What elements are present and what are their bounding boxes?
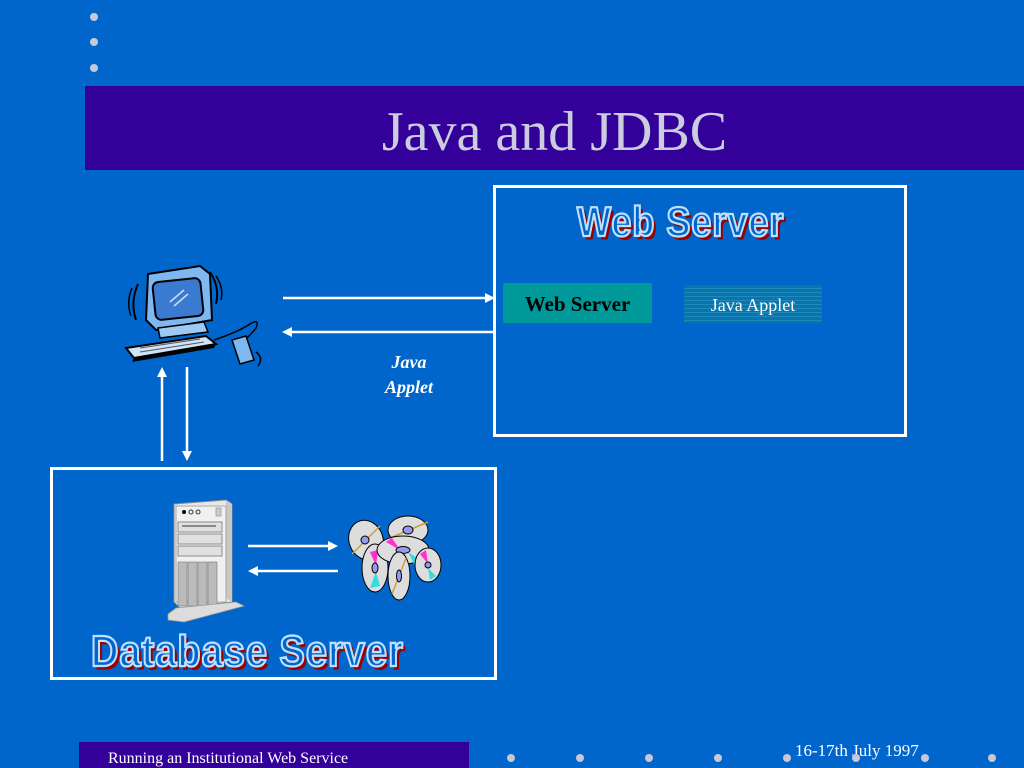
caption-line: Applet [385,377,433,397]
web-server-box [493,185,907,437]
slide-title: Java and JDBC [381,101,728,163]
cd-stack-icon [348,515,442,601]
arrow-storage-to-server [248,566,338,576]
decor-dot [90,38,98,46]
decor-dot [783,754,791,762]
web-server-component: Web Server [503,283,652,323]
caption-line: Java [391,352,427,372]
decor-dot [90,64,98,72]
arrow-server-to-storage [248,541,338,551]
decor-dot [714,754,722,762]
arrow-client-to-database [182,367,192,461]
web-server-box-title: Web Server [576,197,785,246]
footer-date: 16-17th July 1997 [795,741,919,760]
decor-dot [921,754,929,762]
decor-dot [988,754,996,762]
decor-dot [507,754,515,762]
title-bar: Java and JDBC [85,86,1024,170]
decor-dot [576,754,584,762]
footer-presentation-title: Running an Institutional Web Service [108,750,349,767]
arrow-database-to-client [157,367,167,461]
tower-server-icon [167,499,246,623]
arrow-webserver-to-client [282,327,494,337]
java-applet-component: Java Applet [684,285,822,323]
decor-dot [645,754,653,762]
decor-dot [90,13,98,21]
database-server-box-title: Database Server [90,627,404,678]
java-applet-link-caption: Java Applet [355,350,463,400]
database-server-box [50,467,497,680]
footer-bar: Running an Institutional Web Service [79,742,469,768]
arrow-client-to-webserver [283,293,495,303]
desktop-computer-icon [124,264,262,367]
decor-dot [852,754,860,762]
